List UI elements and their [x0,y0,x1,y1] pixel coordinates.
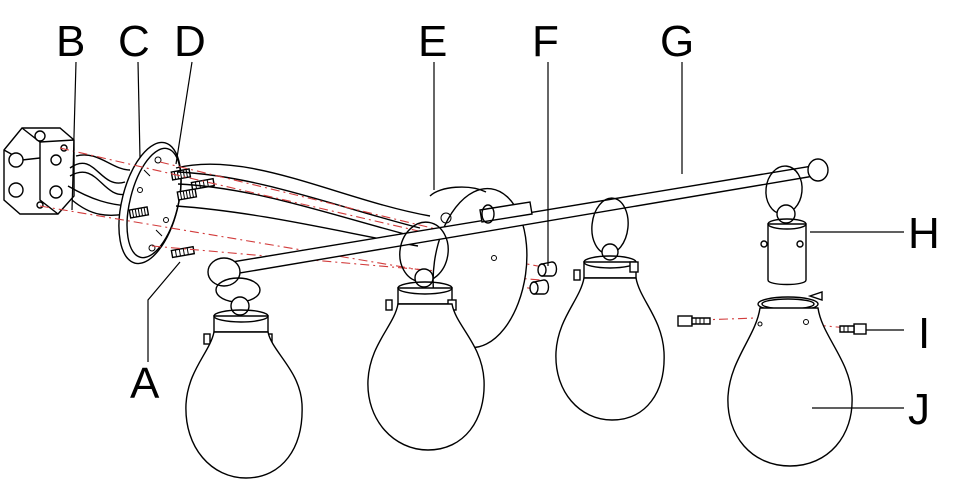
callout-e: E [418,17,447,66]
main-arm [207,158,829,287]
callout-c: C [118,17,150,66]
callout-h: H [908,209,940,258]
leader-lines [71,61,904,409]
socket-holder [760,165,807,286]
glass-shade [727,291,853,467]
callout-labels: A B C D E F G H I J [56,17,940,434]
globe-3 [555,197,665,421]
callout-i: I [918,309,930,358]
callout-d: D [174,17,206,66]
callout-g: G [660,17,694,66]
cap-nuts [529,261,558,295]
fixture-wires [175,163,431,247]
callout-f: F [532,17,559,66]
junction-box [3,127,75,215]
glass-screws [677,315,867,335]
globe-2 [367,221,485,451]
callout-a: A [130,359,160,408]
globe-1 [185,277,303,479]
callout-j: J [908,385,930,434]
callout-b: B [56,17,85,66]
